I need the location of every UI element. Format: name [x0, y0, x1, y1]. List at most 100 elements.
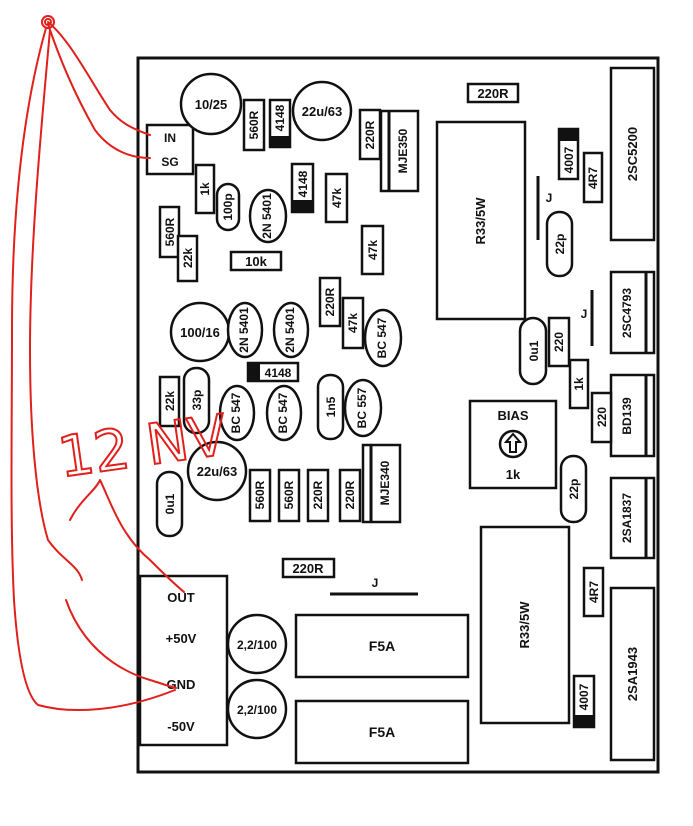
label-in: IN — [164, 131, 176, 145]
label-22p-b: 22p — [567, 479, 581, 500]
transistor-2n5401-a — [248, 188, 288, 244]
capacitor-22p-b — [559, 454, 588, 524]
label-bc557: BC 557 — [355, 387, 369, 428]
label-bias-value: 1k — [506, 467, 521, 482]
capacitor-100p — [215, 182, 241, 232]
label-47k-a: 47k — [330, 188, 344, 208]
label-22k-a: 22k — [181, 248, 195, 268]
label-out: OUT — [167, 590, 195, 605]
label-100-16: 100/16 — [180, 325, 220, 340]
label-bc547-c: BC 547 — [276, 392, 290, 433]
label-0u1-a: 0u1 — [527, 340, 541, 361]
fuse-a — [294, 613, 470, 679]
label-4007-a: 4007 — [562, 146, 576, 173]
label-4148-c: 4148 — [265, 366, 292, 380]
label-4r7-b: 4R7 — [587, 581, 601, 603]
capacitor-0u1-a — [518, 316, 548, 386]
label-220R-b1: 220R — [311, 480, 325, 509]
resistor-220-a — [547, 316, 571, 368]
resistor-1k-b — [568, 358, 590, 410]
resistor-1k-a — [194, 163, 216, 215]
label-mje340: MJE340 — [378, 460, 392, 505]
resistor-4r7-a — [582, 151, 604, 204]
transistor-2sc5200 — [609, 66, 656, 242]
label-560R-top: 560R — [247, 110, 261, 139]
transistor-mje340 — [361, 443, 402, 524]
resistor-4r7-b — [582, 566, 605, 618]
transistor-mje350 — [379, 109, 420, 193]
capacitor-1n5 — [316, 373, 345, 441]
label-2sa1943: 2SA1943 — [625, 647, 640, 701]
transistor-2sa1943 — [609, 586, 656, 762]
diode-4148-c-band — [248, 363, 260, 381]
input-connector — [145, 123, 195, 176]
resistor-10k — [229, 250, 283, 272]
power-output-connector — [138, 574, 229, 747]
red-wire-inner — [29, 29, 83, 581]
transistor-2n5401-b — [226, 301, 264, 359]
resistor-47k-c — [341, 296, 365, 350]
label-2n5401-c: 2N 5401 — [283, 307, 297, 353]
label-4148-b: 4148 — [296, 170, 310, 197]
handwritten-red-wiring — [10, 15, 185, 711]
transistor-bc557 — [343, 378, 383, 438]
label-mje350: MJE350 — [396, 128, 410, 173]
label-j-c: J — [372, 576, 379, 590]
resistor-r33-a — [435, 120, 527, 321]
label-r33-a: R33/5W — [473, 197, 488, 245]
label-100p: 100p — [221, 193, 235, 220]
capacitor-22u63-bot — [186, 440, 248, 502]
label-220R-low: 220R — [292, 561, 324, 576]
label-2n5401-b: 2N 5401 — [237, 307, 251, 353]
resistor-47k-b — [360, 224, 385, 276]
capacitor-2-2-100-b — [226, 678, 288, 740]
label-r33-b: R33/5W — [517, 601, 532, 649]
label-sg: SG — [161, 155, 178, 169]
label-bc547-b: BC 547 — [229, 392, 243, 433]
label-560R-left: 560R — [163, 217, 177, 246]
bias-arrow-icon — [503, 432, 523, 453]
label-1n5: 1n5 — [324, 396, 338, 417]
label-47k-b: 47k — [366, 240, 380, 260]
label-1k-b: 1k — [572, 377, 586, 391]
label-220R-top: 220R — [363, 120, 377, 149]
label-220R-b2: 220R — [343, 480, 357, 509]
label-2n5401-a: 2N 5401 — [260, 193, 274, 239]
resistor-220R-low — [281, 557, 336, 579]
label-fuse-a: F5A — [369, 638, 395, 654]
label-2-2-100-a: 2,2/100 — [237, 638, 277, 652]
label-220-b: 220 — [595, 407, 609, 427]
resistor-r33-b — [479, 525, 571, 725]
label-0u1-b: 0u1 — [163, 493, 177, 514]
label-22u63-top: 22u/63 — [302, 104, 342, 119]
resistor-560R-left — [158, 205, 181, 259]
resistor-22k-a — [176, 234, 199, 283]
label-22k-b: 22k — [163, 391, 177, 411]
label-j-b: J — [581, 307, 588, 321]
label-4007-b: 4007 — [577, 683, 591, 710]
label-j-a: J — [546, 191, 553, 205]
red-wire-to-out — [69, 479, 185, 593]
resistor-47k-a — [324, 172, 349, 224]
label-220R-mid: 220R — [323, 287, 337, 316]
diode-4007-b-band — [574, 715, 594, 727]
label-47k-c: 47k — [346, 313, 360, 333]
label-fuse-b: F5A — [369, 724, 395, 740]
diode-4148-b-band — [292, 200, 313, 212]
label-2sa1837: 2SA1837 — [620, 493, 634, 543]
resistor-220R-mid — [318, 276, 342, 328]
label-1k-a: 1k — [198, 182, 212, 196]
capacitor-22u63-top — [291, 80, 353, 142]
label-220R-topright: 220R — [477, 86, 509, 101]
fuse-b — [294, 699, 470, 765]
resistor-22k-b — [158, 375, 181, 428]
label-33p: 33p — [190, 390, 204, 411]
label-gnd: GND — [167, 677, 196, 692]
label-bc547-a: BC 547 — [375, 317, 389, 358]
resistor-220R-b1 — [306, 468, 330, 523]
capacitor-2-2-100-a — [226, 613, 288, 675]
label-560R-b1: 560R — [253, 480, 267, 509]
transistor-bc547-a — [363, 308, 403, 368]
red-wire-to-in — [47, 21, 151, 136]
